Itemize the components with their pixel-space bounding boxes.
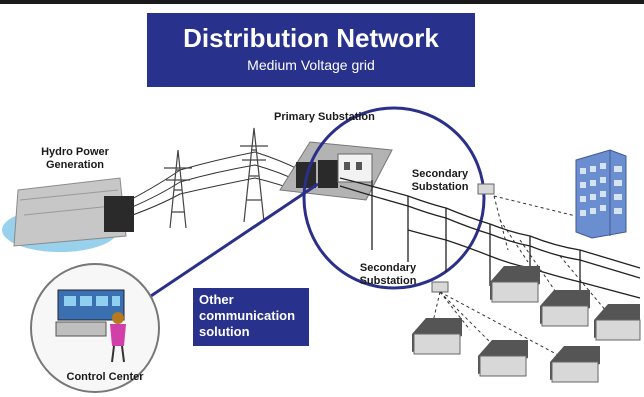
comm-line3: solution <box>199 324 250 339</box>
secondary-lower-line2: Substation <box>359 275 417 287</box>
connection-line <box>129 182 319 312</box>
comm-line2: communication <box>199 308 296 323</box>
pylon-icon <box>240 127 268 223</box>
secondary-substation-box <box>431 281 449 293</box>
distribution-lines <box>339 177 641 310</box>
house-icon <box>490 266 540 303</box>
pylon-icon <box>164 149 192 229</box>
house-icon <box>540 290 590 327</box>
hydro-power-label: Hydro Power Generation <box>34 146 116 172</box>
substation-icon <box>279 141 393 201</box>
communication-box: Other communication solution <box>193 288 309 346</box>
secondary-substation-lower-label: Secondary Substation <box>352 262 424 288</box>
service-drops <box>431 195 613 357</box>
secondary-lower-line1: Secondary <box>359 262 417 274</box>
secondary-upper-line1: Secondary <box>411 168 469 180</box>
hydro-dam-icon <box>2 177 134 252</box>
diagram-title: Distribution Network <box>183 23 439 53</box>
control-center-label: Control Center <box>66 371 144 383</box>
diagram-subtitle: Medium Voltage grid <box>247 57 375 73</box>
hydro-label-line2: Generation <box>45 159 105 171</box>
house-icon <box>478 340 528 377</box>
title-banner: Distribution Network Medium Voltage grid <box>147 13 475 87</box>
primary-substation-label: Primary Substation <box>274 111 375 123</box>
house-icon <box>412 318 462 355</box>
transmission-lines <box>129 151 301 217</box>
operator-icon <box>55 289 126 363</box>
house-icon <box>594 304 641 341</box>
secondary-substation-upper-label: Secondary Substation <box>404 168 476 194</box>
comm-line1: Other <box>199 292 234 307</box>
building-icon <box>575 149 627 239</box>
house-icon <box>550 346 600 383</box>
top-rule <box>0 0 644 4</box>
mv-grid-circle <box>302 106 486 290</box>
secondary-upper-line2: Substation <box>411 181 469 193</box>
hydro-label-line1: Hydro Power <box>41 146 109 158</box>
secondary-substation-box <box>477 183 495 195</box>
